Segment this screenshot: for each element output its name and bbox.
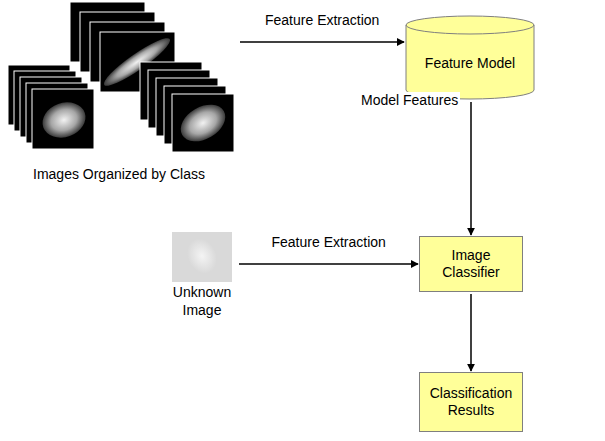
image-stack — [140, 62, 234, 152]
flow-arrow — [240, 41, 404, 43]
image-set: Images Organized by Class — [0, 0, 238, 184]
unknown-image — [172, 232, 232, 282]
flow-arrow — [470, 294, 472, 371]
image-frame — [32, 89, 94, 149]
node-label: Image Classifier — [426, 247, 516, 282]
result-box: Classification Results — [419, 372, 523, 432]
image-frame — [172, 94, 234, 152]
cell-image — [38, 97, 91, 144]
cylinder-rim — [406, 25, 534, 34]
process-box: Image Classifier — [419, 236, 523, 292]
node-label: Images Organized by Class — [0, 166, 238, 184]
image-frame — [172, 232, 232, 282]
edge-label: Feature Extraction — [263, 12, 381, 30]
cell-image — [174, 97, 232, 149]
image-stack — [8, 65, 94, 149]
feature-model-cylinder: Feature Model — [405, 15, 535, 100]
edge-label: Model Features — [359, 92, 460, 110]
flow-arrow — [470, 102, 472, 235]
cell-image — [182, 234, 223, 278]
unknown-image: Unknown Image — [167, 230, 237, 319]
cylinder-body — [406, 16, 534, 99]
node-label: Feature Model — [411, 55, 529, 73]
node-label: Classification Results — [426, 385, 516, 420]
flow-arrow — [239, 263, 418, 265]
node-label: Unknown Image — [167, 284, 237, 319]
edge-label: Feature Extraction — [270, 234, 388, 252]
